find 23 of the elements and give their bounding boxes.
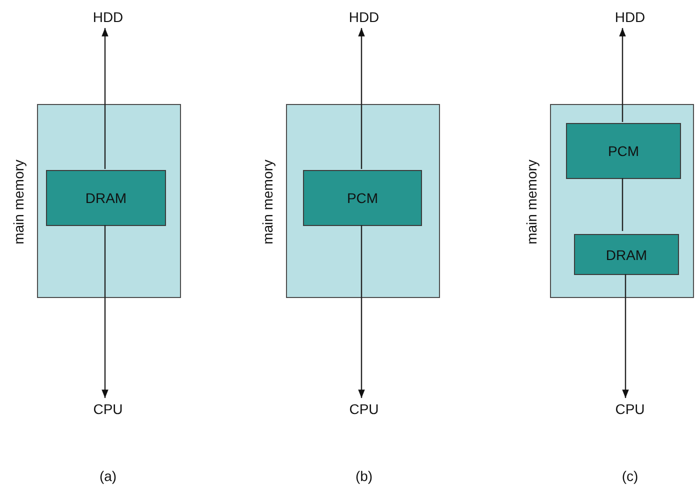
panel-caption: (c) [620,468,640,484]
text-label: CPU [88,400,128,418]
memory-module-box: DRAM [46,170,166,226]
memory-heading: main memory [10,160,26,244]
text-label: CPU [344,400,384,418]
memory-module-box: PCM [303,170,422,226]
arrow [358,28,365,169]
arrow [358,225,365,398]
connector-line [622,178,624,231]
text-label: HDD [88,8,128,26]
memory-heading: main memory [258,160,275,244]
arrow [102,225,108,398]
text-label: CPU [610,400,650,418]
arrow [619,28,626,122]
text-label: HDD [610,8,650,26]
arrow [102,28,108,169]
arrow [622,274,629,398]
memory-heading: main memory [522,160,539,244]
panel-caption: (a) [98,468,118,484]
memory-module-box: PCM [566,123,681,179]
text-label: HDD [344,8,384,26]
panel-caption: (b) [354,468,374,484]
memory-module-box: DRAM [574,234,679,275]
